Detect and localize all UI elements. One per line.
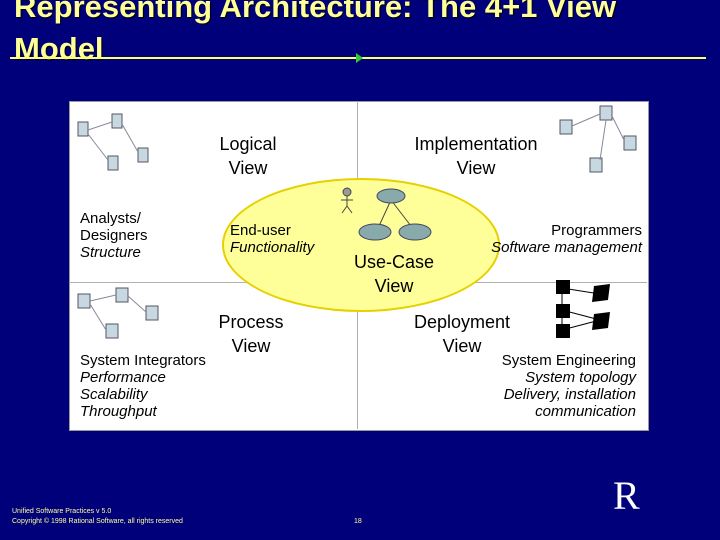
- title-underline: [10, 53, 706, 63]
- use-case-diagram-icon: [341, 187, 432, 241]
- logical-class-diagram-icon: [77, 113, 149, 171]
- analysts-stakeholder: Analysts/ Designers Structure: [80, 210, 148, 261]
- engineering-stakeholder: System Engineering System topology Deliv…: [501, 352, 636, 420]
- deployment-node-icon: [556, 280, 610, 338]
- rational-logo: R: [613, 473, 640, 518]
- end-user-stakeholder: End-user Functionality: [230, 222, 315, 256]
- arrow-bullet-icon: [356, 53, 363, 63]
- page-number: 18: [354, 518, 362, 525]
- integrators-stakeholder: System Integrators Performance Scalabili…: [80, 352, 206, 420]
- programmers-stakeholder: Programmers Software management: [491, 222, 642, 256]
- slide-title: Representing Architecture: The 4+1 View …: [14, 0, 617, 66]
- use-case-ellipse: [222, 178, 500, 312]
- process-diagram-icon: [77, 287, 159, 339]
- component-diagram-icon: [559, 105, 637, 173]
